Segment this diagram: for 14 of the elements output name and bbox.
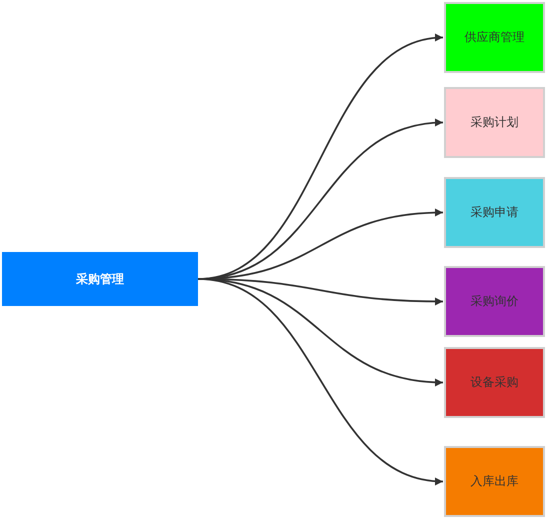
node-label: 采购申请	[470, 204, 518, 221]
module-box	[444, 266, 545, 337]
node-label: 设备采购	[470, 374, 518, 391]
module-box	[444, 87, 545, 158]
root-box	[2, 252, 198, 306]
module-box	[444, 2, 545, 73]
node-label: 采购计划	[470, 114, 518, 131]
node-label: 供应商管理	[464, 29, 524, 46]
node-label: 采购询价	[470, 293, 518, 310]
module-box	[444, 446, 545, 517]
module-box	[444, 177, 545, 248]
module-box	[444, 347, 545, 418]
node-label: 采购管理	[76, 270, 124, 288]
node-label: 入库出库	[470, 473, 518, 490]
